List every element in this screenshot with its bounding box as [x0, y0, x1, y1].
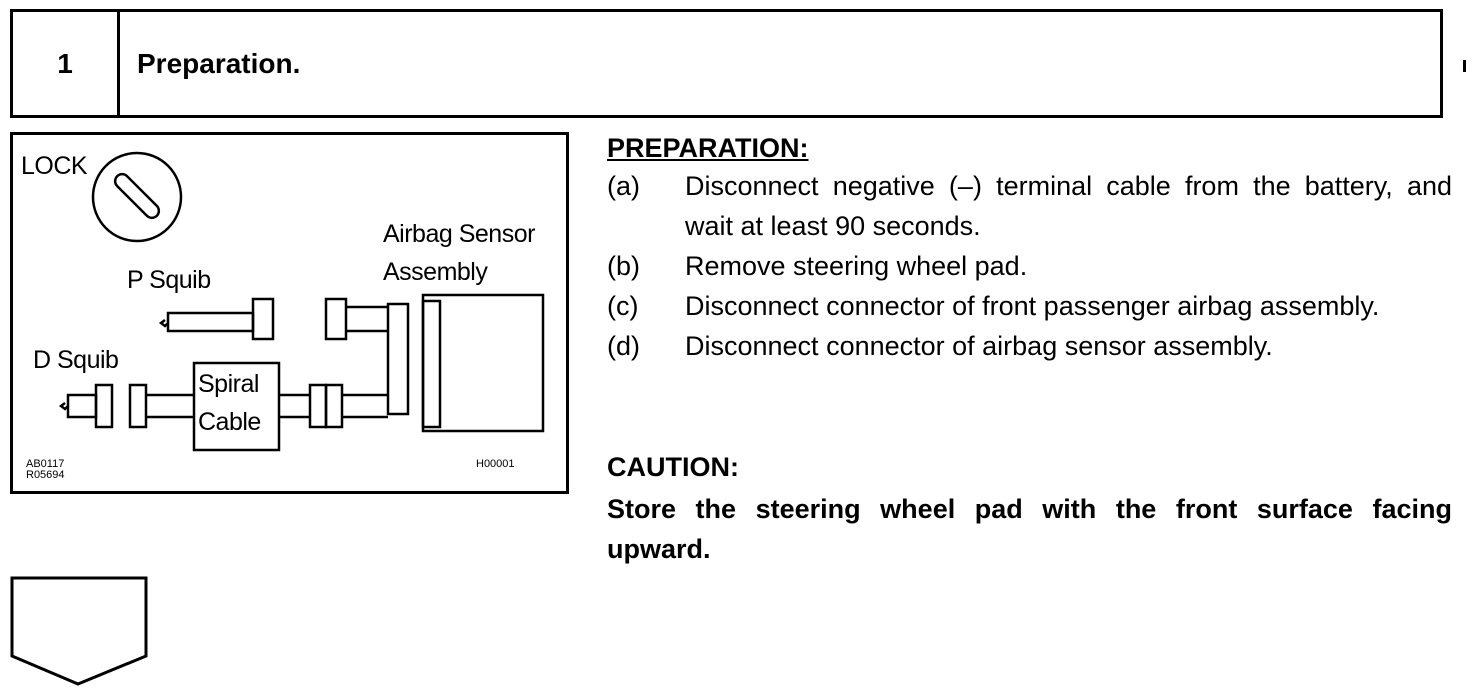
item-text: Disconnect negative (–) terminal cable f…	[685, 171, 1452, 241]
spiral-left-connector	[128, 383, 148, 429]
spiral-cable	[192, 361, 281, 452]
wiring-diagram: LOCK Airbag Sensor Assembly P Squib D Sq…	[10, 132, 569, 494]
p-squib-label: P Squib	[127, 266, 211, 294]
spiral-label: Spiral	[198, 370, 259, 398]
spiral-right-connector-a	[308, 383, 328, 429]
item-text: Remove steering wheel pad.	[685, 251, 1028, 281]
d-squib-label: D Squib	[33, 346, 119, 374]
airbag-sensor-label-2: Assembly	[383, 258, 488, 286]
margin-mark	[1463, 60, 1466, 72]
item-label: (a)	[607, 171, 640, 201]
item-text: Disconnect connector of airbag sensor as…	[685, 331, 1273, 361]
item-label: (c)	[607, 291, 639, 321]
lock-dial	[91, 151, 183, 243]
item-label: (d)	[607, 331, 640, 361]
preparation-section: PREPARATION: (a) Disconnect negative (–)…	[607, 130, 1452, 366]
list-item: (a) Disconnect negative (–) terminal cab…	[607, 166, 1452, 246]
item-text: Disconnect connector of front passenger …	[685, 291, 1380, 321]
d-squib-plug	[58, 393, 98, 419]
lock-key-slot	[113, 172, 161, 220]
d-squib-connector	[94, 383, 114, 429]
passenger-harness-connector	[324, 297, 348, 341]
spiral-right-connector-b	[324, 383, 344, 429]
next-step-tab	[10, 576, 148, 686]
figure-code-2: R05694	[26, 469, 65, 481]
list-item: (b) Remove steering wheel pad.	[607, 246, 1452, 286]
item-label: (b)	[607, 251, 640, 281]
step-title: Preparation.	[137, 47, 301, 79]
figure-code-1: AB0117	[26, 458, 65, 470]
list-item: (d) Disconnect connector of airbag senso…	[607, 326, 1452, 366]
caution-heading: CAUTION:	[607, 452, 739, 482]
cable-label: Cable	[198, 408, 261, 436]
p-squib-connector	[251, 297, 275, 341]
diagram-drawing	[58, 151, 545, 452]
step-header: 1 Preparation.	[10, 9, 1443, 118]
p-squib-plug	[158, 311, 255, 333]
list-item: (c) Disconnect connector of front passen…	[607, 286, 1452, 326]
lock-label: LOCK	[21, 152, 88, 180]
caution-text: Store the steering wheel pad with the fr…	[607, 494, 1452, 564]
figure-code-3: H00001	[476, 458, 515, 470]
airbag-sensor-inner	[421, 299, 442, 429]
preparation-heading: PREPARATION:	[607, 133, 809, 163]
step-number: 1	[13, 12, 120, 115]
airbag-sensor-label-1: Airbag Sensor	[383, 220, 535, 248]
sensor-connector	[386, 302, 410, 416]
